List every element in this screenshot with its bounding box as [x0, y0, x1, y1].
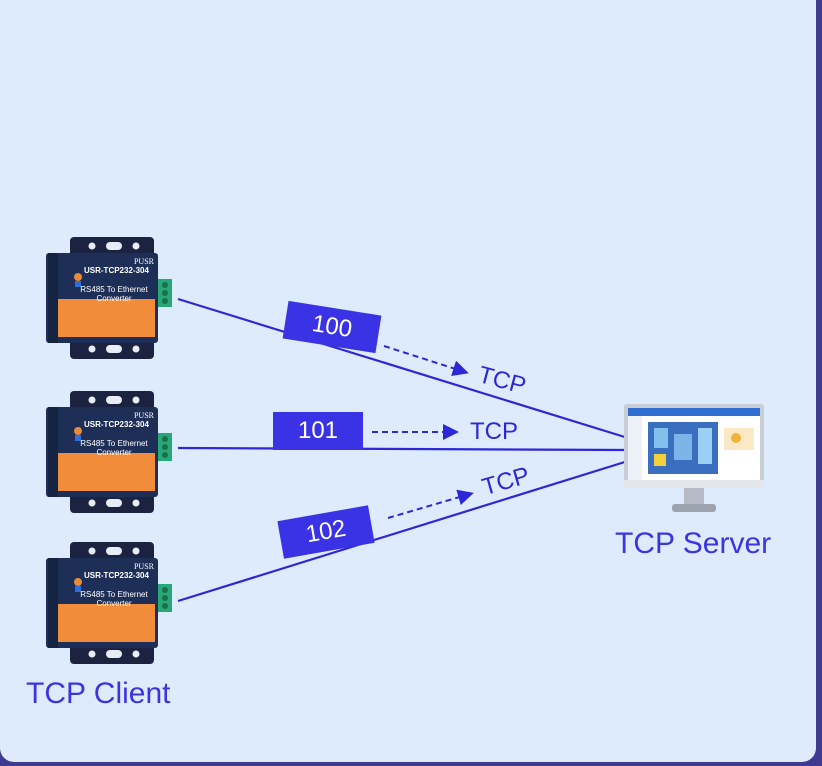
connection-tag-101: 101: [273, 412, 363, 450]
protocol-label-2: TCP: [470, 418, 518, 445]
tag-text: 100: [310, 310, 354, 343]
device-description-1: RS485 To Ethernet: [80, 439, 148, 448]
converter-device-1: [42, 237, 182, 359]
device-model: USR-TCP232-304: [84, 571, 149, 580]
monitor-icon: [624, 404, 764, 512]
device-text-1: PUSR USR-TCP232-304 RS485 To Ethernet Co…: [64, 257, 164, 303]
client-label: TCP Client: [26, 677, 171, 710]
device-model: USR-TCP232-304: [84, 420, 149, 429]
device-description-1: RS485 To Ethernet: [80, 285, 148, 294]
converter-device-graphic: [46, 237, 172, 359]
device-brand: PUSR: [133, 257, 154, 266]
device-text-2: PUSR USR-TCP232-304 RS485 To Ethernet Co…: [64, 411, 164, 457]
device-brand: PUSR: [133, 411, 154, 420]
arrow-100: [383, 345, 469, 376]
converter-device-2: [42, 391, 182, 513]
connection-line-101: [177, 446, 629, 452]
device-description-2: Converter: [96, 599, 132, 608]
tag-text: 101: [297, 417, 339, 444]
converter-device-graphic: [46, 391, 172, 513]
server-monitor: [624, 404, 764, 516]
arrow-102: [387, 489, 474, 519]
device-text-3: PUSR USR-TCP232-304 RS485 To Ethernet Co…: [64, 562, 164, 608]
server-label: TCP Server: [615, 527, 772, 560]
device-description-2: Converter: [96, 294, 132, 303]
converter-device-graphic: [46, 542, 172, 664]
device-description-1: RS485 To Ethernet: [80, 590, 148, 599]
device-brand: PUSR: [133, 562, 154, 571]
tag-text: 102: [303, 514, 348, 549]
connection-line-102: [177, 459, 629, 603]
device-model: USR-TCP232-304: [84, 266, 149, 275]
device-description-2: Converter: [96, 448, 132, 457]
converter-device-3: [42, 542, 182, 664]
connection-line-100: [177, 297, 629, 440]
